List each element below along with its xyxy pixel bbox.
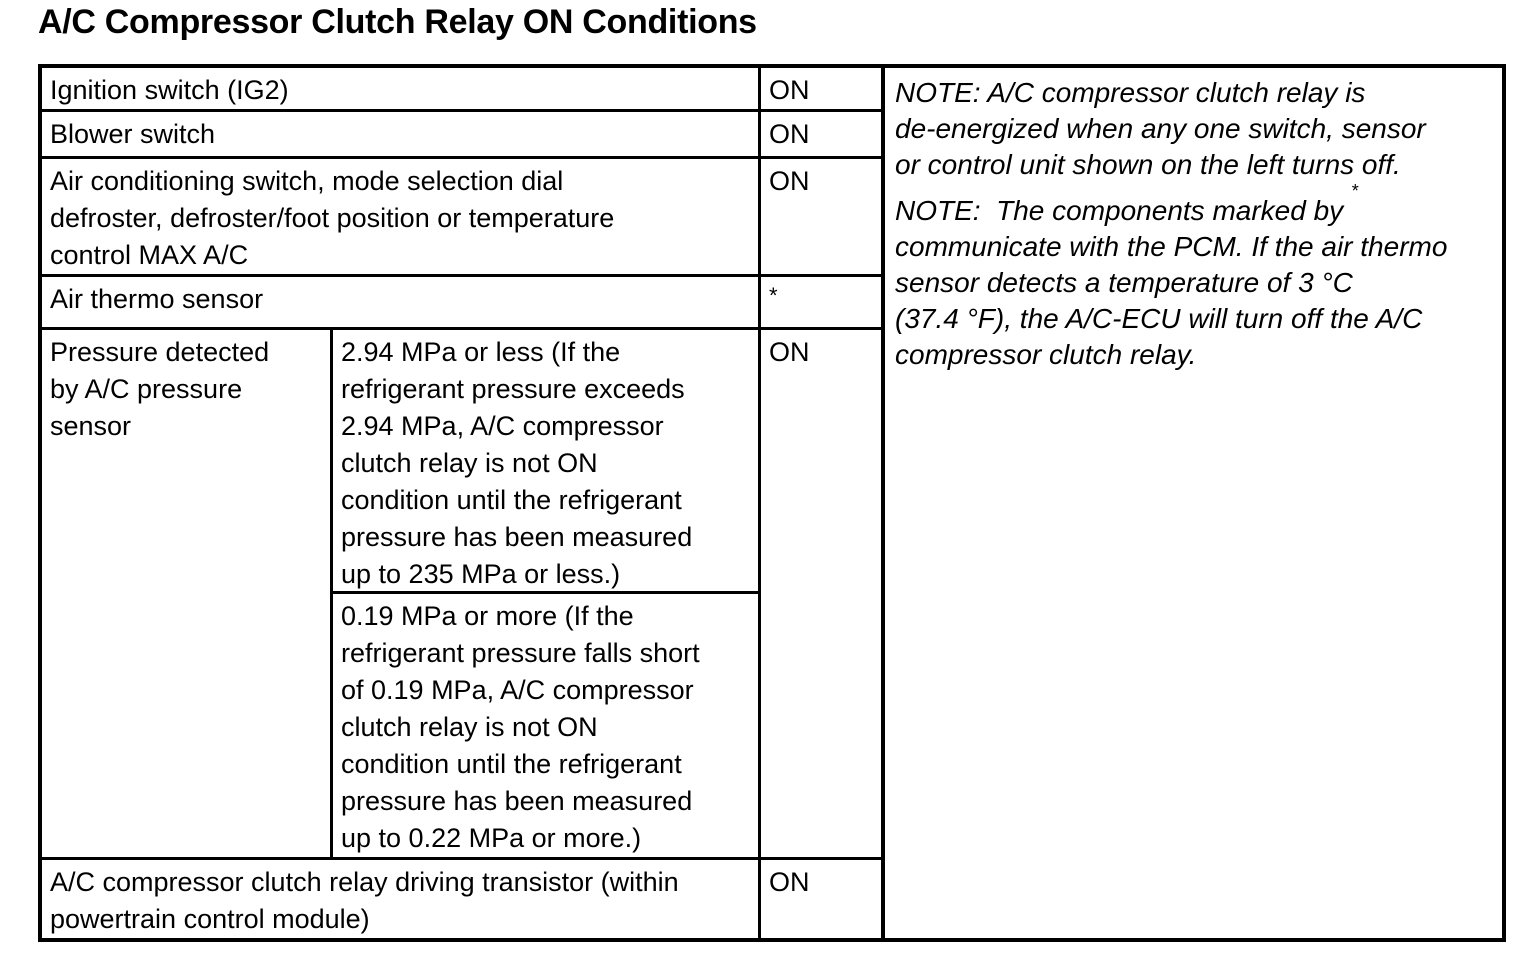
- text-line: control MAX A/C: [50, 239, 249, 270]
- text-line: 0.19 MPa or more (If the: [341, 601, 634, 632]
- row-label: Air conditioning switch, mode selection …: [42, 159, 758, 274]
- text-line: 2.94 MPa, A/C compressor: [341, 411, 664, 442]
- text-line: de-energized when any one switch, sensor: [895, 113, 1426, 144]
- text-line: NOTE: The components marked by *: [895, 182, 1494, 229]
- text-line: powertrain control module): [50, 904, 370, 935]
- table-row: Ignition switch (IG2) ON: [42, 68, 881, 112]
- row-label: Ignition switch (IG2): [50, 75, 289, 105]
- table-row: Air thermo sensor *: [42, 277, 881, 331]
- text-line: communicate with the PCM. If the air the…: [895, 231, 1448, 262]
- text-line: sensor detects a temperature of 3 °C: [895, 267, 1353, 298]
- text-line: (37.4 °F), the A/C-ECU will turn off the…: [895, 303, 1423, 334]
- note-paragraph: NOTE: A/C compressor clutch relay is de-…: [895, 75, 1494, 183]
- row-state: ON: [758, 330, 881, 858]
- table-row: Blower switch ON: [42, 112, 881, 159]
- text-line: pressure has been measured: [341, 522, 693, 553]
- row-label: Blower switch: [50, 119, 216, 149]
- text-line: pressure has been measured: [341, 786, 693, 817]
- text-line: Air conditioning switch, mode selection …: [50, 165, 564, 196]
- pressure-condition-upper: 2.94 MPa or less (If the refrigerant pre…: [333, 330, 758, 595]
- text-line: up to 235 MPa or less.): [341, 559, 621, 590]
- text-line: refrigerant pressure falls short: [341, 638, 700, 669]
- relay-conditions-table: Ignition switch (IG2) ON Blower switch O…: [38, 64, 1506, 942]
- note-text: NOTE: The components marked by: [895, 195, 1351, 226]
- text-line: A/C compressor clutch relay driving tran…: [50, 867, 679, 898]
- note-paragraph: NOTE: The components marked by * communi…: [895, 182, 1494, 373]
- text-line: condition until the refrigerant: [341, 485, 682, 516]
- text-line: sensor: [50, 411, 132, 442]
- row-label: A/C compressor clutch relay driving tran…: [42, 860, 758, 938]
- row-state: ON: [758, 860, 881, 939]
- text-line: compressor clutch relay.: [895, 339, 1197, 370]
- text-line: refrigerant pressure exceeds: [341, 374, 685, 405]
- text-line: by A/C pressure: [50, 374, 243, 405]
- table-row: Air conditioning switch, mode selection …: [42, 158, 881, 278]
- text-line: of 0.19 MPa, A/C compressor: [341, 675, 694, 706]
- row-state-asterisk: *: [758, 277, 881, 328]
- row-state: ON: [758, 112, 881, 156]
- row-state: ON: [758, 68, 881, 109]
- text-line: 2.94 MPa or less (If the: [341, 337, 621, 368]
- notes-panel: NOTE: A/C compressor clutch relay is de-…: [885, 68, 1502, 938]
- pressure-condition-lower: 0.19 MPa or more (If the refrigerant pre…: [333, 594, 758, 857]
- row-label: Pressure detected by A/C pressure sensor: [42, 330, 333, 858]
- text-line: clutch relay is not ON: [341, 712, 598, 743]
- conditions-rows: Ignition switch (IG2) ON Blower switch O…: [42, 68, 885, 939]
- row-state: ON: [758, 158, 881, 275]
- text-line: or control unit shown on the left turns …: [895, 149, 1401, 180]
- text-line: Pressure detected: [50, 337, 270, 368]
- pressure-conditions: 2.94 MPa or less (If the refrigerant pre…: [333, 330, 758, 857]
- table-row: A/C compressor clutch relay driving tran…: [42, 860, 881, 939]
- asterisk-superscript: *: [1350, 180, 1358, 201]
- table-row: Pressure detected by A/C pressure sensor…: [42, 330, 881, 861]
- text-line: up to 0.22 MPa or more.): [341, 823, 642, 854]
- text-line: clutch relay is not ON: [341, 448, 598, 479]
- text-line: NOTE: A/C compressor clutch relay is: [895, 77, 1366, 108]
- text-line: defroster, defroster/foot position or te…: [50, 202, 615, 233]
- text-line: condition until the refrigerant: [341, 749, 682, 780]
- row-label: Air thermo sensor: [50, 284, 264, 315]
- page-title: A/C Compressor Clutch Relay ON Condition…: [38, 3, 757, 41]
